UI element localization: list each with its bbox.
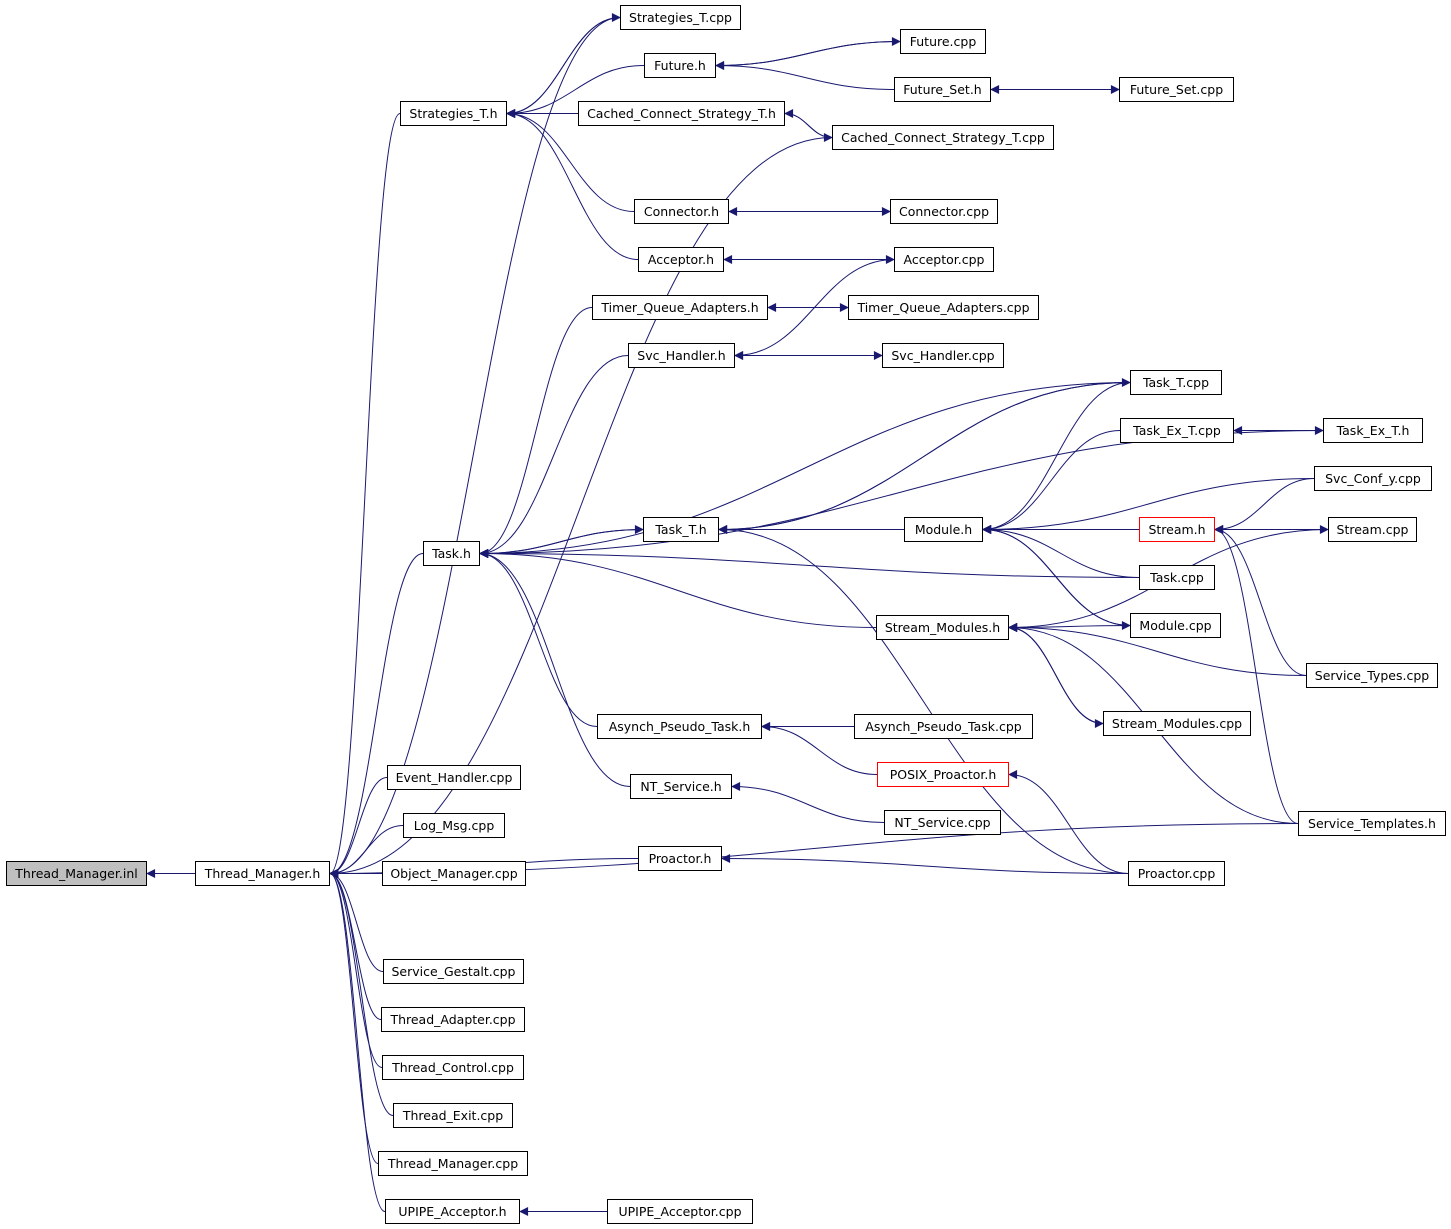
edge-strategies-t-cpp-to-strategies-t-h: [506, 17, 621, 118]
node-posix-proactor-h[interactable]: POSIX_Proactor.h: [877, 762, 1009, 787]
node-asynch-pseudo-task-h[interactable]: Asynch_Pseudo_Task.h: [597, 714, 762, 739]
node-service-gestalt-cpp[interactable]: Service_Gestalt.cpp: [383, 959, 524, 984]
edge-stream-modules-h-to-task-h: [479, 549, 877, 628]
edge-thread-control-cpp-to-thread-manager-h: [329, 869, 383, 1068]
node-thread-control-cpp[interactable]: Thread_Control.cpp: [382, 1055, 524, 1080]
edge-svc-conf-y-cpp-to-module-h: [982, 478, 1315, 534]
node-upipe-acceptor-h[interactable]: UPIPE_Acceptor.h: [385, 1199, 520, 1224]
edge-thread-exit-cpp-to-thread-manager-h: [329, 869, 394, 1116]
edge-task-t-cpp-to-module-h: [982, 382, 1131, 534]
node-thread-exit-cpp[interactable]: Thread_Exit.cpp: [393, 1103, 513, 1128]
node-future-set-cpp[interactable]: Future_Set.cpp: [1119, 77, 1234, 102]
edge-task-t-cpp-to-task-t-h: [718, 382, 1131, 534]
edge-nt-service-cpp-to-nt-service-h: [731, 782, 885, 823]
edge-task-ex-t-cpp-to-module-h: [982, 430, 1121, 534]
edge-thread-manager-cpp-to-thread-manager-h: [329, 869, 379, 1164]
node-connector-h[interactable]: Connector.h: [634, 199, 729, 224]
node-thread-manager-inl: Thread_Manager.inl: [6, 861, 147, 886]
edge-task-h-to-task-t-h: [479, 525, 644, 554]
edge-svc-conf-y-cpp-to-stream-h: [1214, 478, 1315, 534]
edge-proactor-cpp-to-task-t-h: [718, 525, 1129, 874]
node-task-t-cpp[interactable]: Task_T.cpp: [1130, 370, 1222, 395]
node-timer-queue-adapters-cpp[interactable]: Timer_Queue_Adapters.cpp: [848, 295, 1039, 320]
node-task-cpp[interactable]: Task.cpp: [1139, 565, 1215, 590]
edge-upipe-acceptor-h-to-thread-manager-h: [329, 869, 386, 1212]
node-strategies-t-cpp[interactable]: Strategies_T.cpp: [620, 5, 741, 30]
edge-svc-handler-h-to-task-h: [479, 355, 629, 558]
node-svc-conf-y-cpp[interactable]: Svc_Conf_y.cpp: [1314, 466, 1432, 491]
edge-posix-proactor-h-to-asynch-pseudo-task-h: [761, 722, 878, 775]
node-svc-handler-h[interactable]: Svc_Handler.h: [628, 343, 735, 368]
node-task-ex-t-cpp[interactable]: Task_Ex_T.cpp: [1120, 418, 1234, 443]
node-proactor-h[interactable]: Proactor.h: [638, 846, 722, 871]
node-service-types-cpp[interactable]: Service_Types.cpp: [1306, 663, 1438, 688]
node-cached-connect-strategy-t-h[interactable]: Cached_Connect_Strategy_T.h: [578, 101, 785, 126]
node-task-h[interactable]: Task.h: [423, 541, 480, 566]
node-object-manager-cpp[interactable]: Object_Manager.cpp: [382, 861, 526, 886]
node-strategies-t-h[interactable]: Strategies_T.h: [400, 101, 507, 126]
edge-service-templates-h-to-stream-h: [1214, 525, 1299, 824]
node-asynch-pseudo-task-cpp[interactable]: Asynch_Pseudo_Task.cpp: [854, 714, 1033, 739]
node-timer-queue-adapters-h[interactable]: Timer_Queue_Adapters.h: [592, 295, 768, 320]
edge-log-msg-cpp-to-thread-manager-h: [329, 825, 404, 878]
edge-strategies-t-cpp-to-thread-manager-h: [329, 17, 621, 878]
node-acceptor-h[interactable]: Acceptor.h: [638, 247, 724, 272]
edge-module-h-to-module-cpp: [982, 529, 1131, 630]
edge-acceptor-h-to-strategies-t-h: [506, 109, 639, 260]
node-future-cpp[interactable]: Future.cpp: [900, 29, 986, 54]
node-acceptor-cpp[interactable]: Acceptor.cpp: [894, 247, 994, 272]
node-future-set-h[interactable]: Future_Set.h: [894, 77, 991, 102]
node-stream-cpp[interactable]: Stream.cpp: [1328, 517, 1417, 542]
node-module-cpp[interactable]: Module.cpp: [1130, 613, 1221, 638]
edge-future-cpp-to-future-h: [715, 41, 901, 70]
node-stream-modules-cpp[interactable]: Stream_Modules.cpp: [1103, 711, 1251, 736]
node-proactor-cpp[interactable]: Proactor.cpp: [1128, 861, 1225, 886]
edge-task-t-cpp-to-task-h: [479, 382, 1131, 558]
node-nt-service-cpp[interactable]: NT_Service.cpp: [884, 810, 1001, 835]
edge-service-types-cpp-to-stream-h: [1214, 525, 1307, 676]
edge-service-types-cpp-to-stream-modules-h: [1008, 623, 1307, 676]
node-nt-service-h[interactable]: NT_Service.h: [630, 774, 732, 799]
edge-thread-adapter-cpp-to-thread-manager-h: [329, 869, 382, 1020]
node-thread-manager-h[interactable]: Thread_Manager.h: [195, 861, 330, 886]
node-connector-cpp[interactable]: Connector.cpp: [890, 199, 998, 224]
node-stream-h[interactable]: Stream.h: [1139, 517, 1215, 542]
node-module-h[interactable]: Module.h: [904, 517, 983, 542]
node-thread-manager-cpp[interactable]: Thread_Manager.cpp: [378, 1151, 528, 1176]
edge-cached-connect-strategy-t-cpp-to-cached-connect-strategy-t-h: [784, 109, 833, 138]
node-future-h[interactable]: Future.h: [644, 53, 716, 78]
edge-nt-service-h-to-task-h: [479, 549, 631, 787]
node-task-t-h[interactable]: Task_T.h: [643, 517, 719, 542]
edge-asynch-pseudo-task-h-to-task-h: [479, 549, 598, 727]
node-event-handler-cpp[interactable]: Event_Handler.cpp: [387, 765, 521, 790]
node-stream-modules-h[interactable]: Stream_Modules.h: [876, 615, 1009, 640]
node-log-msg-cpp[interactable]: Log_Msg.cpp: [403, 813, 505, 838]
edge-timer-queue-adapters-h-to-task-h: [479, 307, 593, 558]
node-thread-adapter-cpp[interactable]: Thread_Adapter.cpp: [381, 1007, 525, 1032]
node-svc-handler-cpp[interactable]: Svc_Handler.cpp: [882, 343, 1004, 368]
edge-stream-modules-cpp-to-stream-modules-h: [1008, 623, 1104, 724]
node-task-ex-t-h[interactable]: Task_Ex_T.h: [1323, 418, 1423, 443]
edge-connector-h-to-strategies-t-h: [506, 109, 635, 212]
node-upipe-acceptor-cpp[interactable]: UPIPE_Acceptor.cpp: [607, 1199, 753, 1224]
node-cached-connect-strategy-t-cpp[interactable]: Cached_Connect_Strategy_T.cpp: [832, 125, 1054, 150]
edge-proactor-cpp-to-posix-proactor-h: [1008, 770, 1129, 874]
edge-task-cpp-to-module-h: [982, 525, 1140, 578]
edge-task-h-to-thread-manager-h: [329, 553, 424, 878]
edge-future-h-to-strategies-t-h: [506, 65, 645, 118]
edge-proactor-cpp-to-proactor-h: [721, 854, 1129, 874]
edge-task-cpp-to-task-h: [479, 549, 1140, 578]
edge-strategies-t-h-to-thread-manager-h: [329, 113, 401, 878]
edge-future-set-h-to-future-h: [715, 61, 895, 90]
node-service-templates-h[interactable]: Service_Templates.h: [1298, 811, 1446, 836]
